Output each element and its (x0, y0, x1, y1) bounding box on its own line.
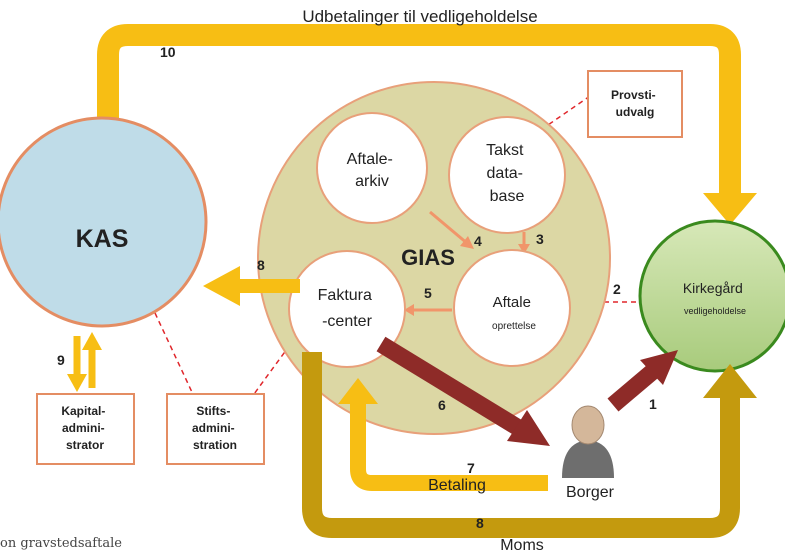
step-number-8-moms: 8 (476, 515, 484, 531)
flow-1-arrowhead (640, 350, 678, 385)
moms-label: Moms (500, 537, 544, 552)
kirkegaard-label: Kirkegård vedligeholdelse (683, 280, 747, 316)
aftale-arkiv-label: Aftale- arkiv (347, 151, 398, 190)
takst-database-label: Takst data- base (486, 142, 528, 205)
aftale-oprettelse-node (453, 249, 571, 367)
flow-9-up-arrowhead (82, 332, 102, 350)
faktura-center-label: Faktura -center (318, 287, 377, 330)
step-number-6: 6 (438, 397, 446, 413)
step-number-9: 9 (57, 352, 65, 368)
aftale-oprettelse-label: Aftale oprettelse (492, 294, 536, 332)
step-number-7: 7 (467, 460, 475, 476)
provsti-udvalg-box (587, 70, 683, 138)
kas-label: KAS (76, 225, 129, 253)
flow-6-arrowhead (507, 410, 550, 446)
faktura-center-node (288, 250, 406, 368)
flow-8-arrowhead (203, 266, 240, 306)
flow-6-arrow (376, 336, 522, 435)
stifts-administration-box (166, 393, 265, 465)
inner-arrows (404, 210, 530, 316)
moms-flow-arrowhead (703, 364, 757, 398)
kirkegaard-node (638, 219, 785, 373)
step-number-5: 5 (424, 285, 432, 301)
borger-label: Borger (566, 484, 615, 501)
figure-caption: on gravstedsaftale (0, 536, 122, 551)
payout-flow-arrow (97, 24, 741, 198)
step-number-4: 4 (474, 233, 482, 249)
stifts-administration-label: Stifts- admini- stration (192, 404, 238, 452)
moms-flow-arrow (302, 352, 740, 538)
payout-flow-arrowhead (703, 193, 757, 225)
gias-label: GIAS (401, 245, 455, 270)
flow-9-down-arrowhead (67, 374, 87, 392)
step-number-1: 1 (649, 396, 657, 412)
betaling-flow-arrow (350, 404, 548, 491)
step-number-10: 10 (160, 44, 176, 60)
aftale-arkiv-node (316, 112, 428, 224)
kas-node (0, 116, 208, 328)
takst-database-node (448, 116, 566, 234)
betaling-label: Betaling (428, 477, 486, 494)
step-number-3: 3 (536, 231, 544, 247)
flow-1-arrow (607, 365, 658, 412)
provsti-udvalg-label: Provsti- udvalg (611, 88, 659, 119)
borger-person-icon (562, 405, 614, 478)
kapital-administrator-label: Kapital- admini- strator (61, 404, 108, 452)
top-flow-label: Udbetalinger til vedligeholdelse (302, 7, 537, 26)
betaling-flow-arrowhead (338, 378, 378, 404)
step-number-2: 2 (613, 281, 621, 297)
step-number-8-kas: 8 (257, 257, 265, 273)
kapital-administrator-box (36, 393, 135, 465)
